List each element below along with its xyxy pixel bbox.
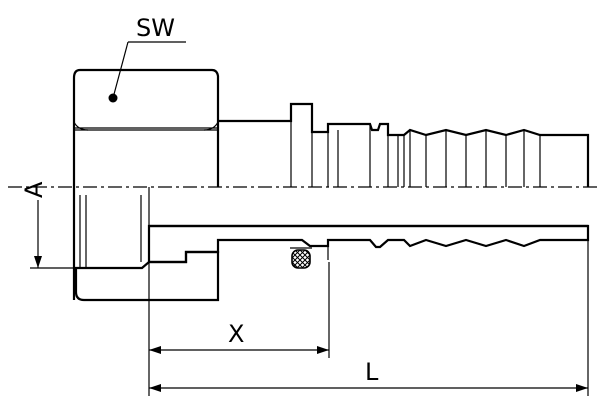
dimension-sw: SW <box>112 14 186 99</box>
dimension-a: A <box>20 181 76 269</box>
label-x: X <box>228 320 244 348</box>
stem-section <box>147 224 590 269</box>
dimension-l: L <box>149 240 589 396</box>
dimension-x: X <box>148 262 330 396</box>
stem-exterior <box>218 102 590 187</box>
label-a: A <box>20 181 48 198</box>
hex-nut-section <box>72 187 220 302</box>
label-l: L <box>365 358 379 386</box>
o-ring <box>291 249 311 269</box>
label-sw: SW <box>136 14 175 42</box>
hex-nut-upper <box>72 68 220 187</box>
